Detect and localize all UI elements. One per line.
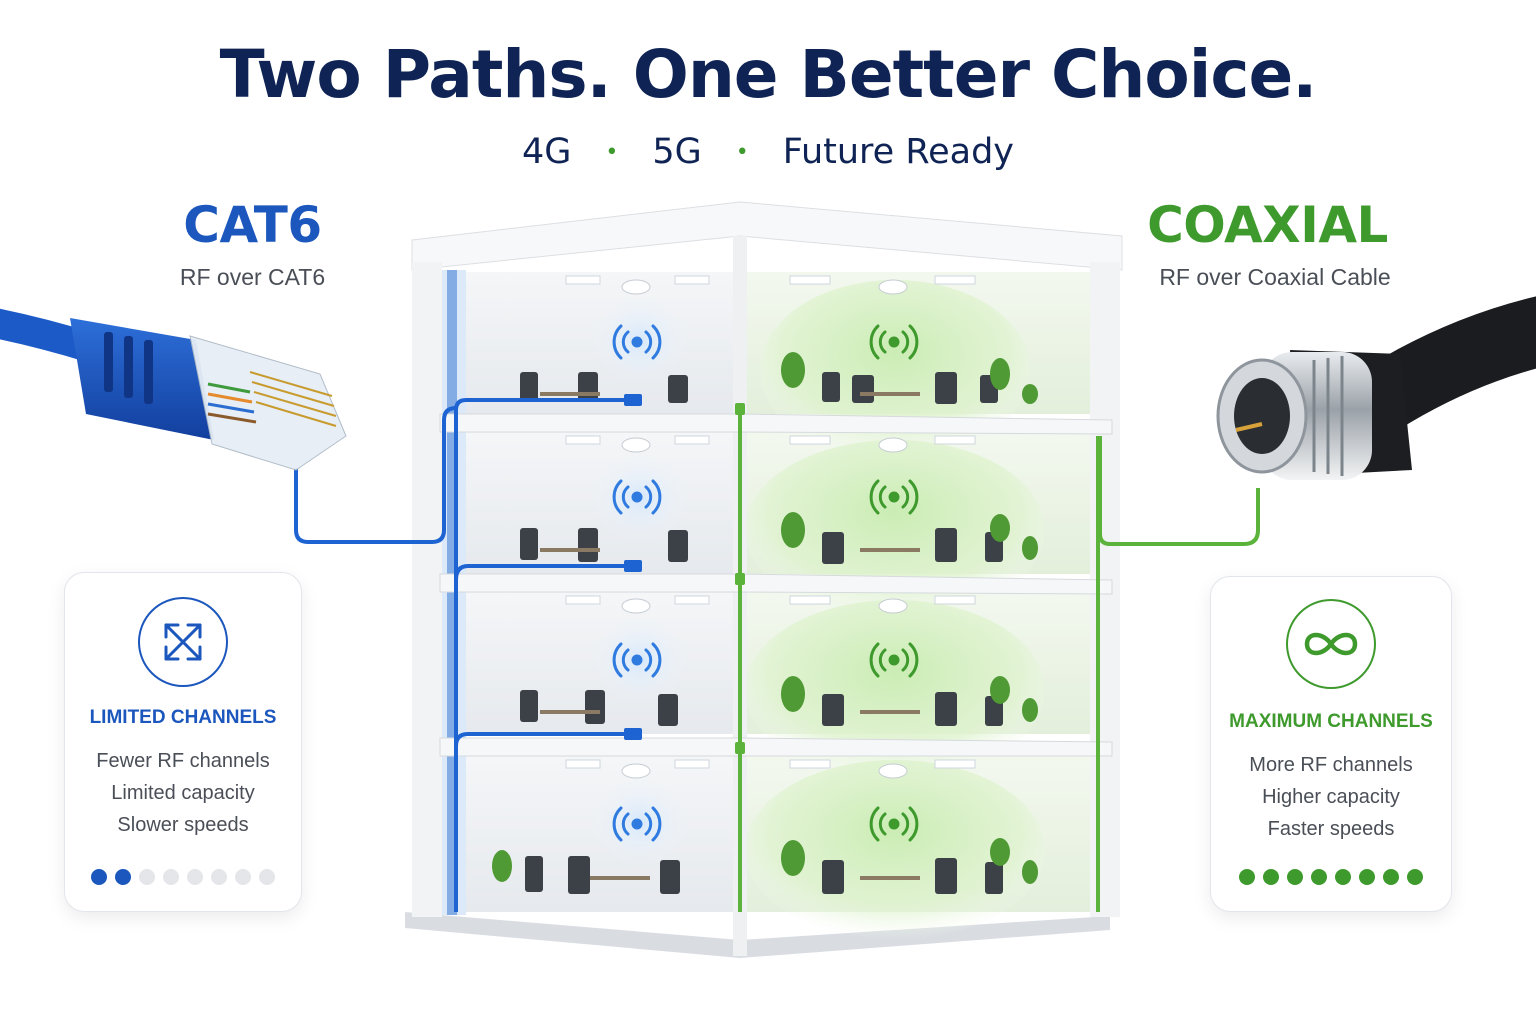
rating-dot <box>1239 869 1255 885</box>
cat6-title: CAT6 <box>183 196 322 254</box>
office-furniture <box>492 352 1038 894</box>
rating-dot <box>115 869 131 885</box>
channel-rating <box>65 869 301 885</box>
cat6-cable <box>0 308 457 544</box>
rating-dot <box>1263 869 1279 885</box>
separator-dot: • <box>605 139 619 165</box>
coaxial-subtitle: RF over Coaxial Cable <box>1159 264 1391 290</box>
coaxial-cable <box>1098 296 1536 546</box>
rating-dot <box>1311 869 1327 885</box>
rating-dot <box>187 869 203 885</box>
channel-rating <box>1211 869 1451 885</box>
coaxial-info-card: MAXIMUM CHANNELS More RF channels Higher… <box>1210 576 1452 912</box>
rating-dot <box>163 869 179 885</box>
rating-dot <box>139 869 155 885</box>
cat6-subtitle: RF over CAT6 <box>179 264 326 290</box>
rating-dot <box>1383 869 1399 885</box>
cat6-info-card: LIMITED CHANNELS Fewer RF channels Limit… <box>64 572 302 912</box>
infinity-icon <box>1286 599 1376 689</box>
building <box>405 201 1123 958</box>
card-feature: Slower speeds <box>117 814 249 836</box>
card-heading: LIMITED CHANNELS <box>89 707 277 728</box>
coaxial-title: COAXIAL <box>1147 196 1388 254</box>
tag-5g: 5G <box>652 132 702 172</box>
signal-icon <box>612 324 919 842</box>
rating-dot <box>1407 869 1423 885</box>
card-heading: MAXIMUM CHANNELS <box>1229 711 1433 732</box>
arrows-expand-icon <box>138 597 228 687</box>
card-feature: More RF channels <box>1249 754 1413 776</box>
rating-dot <box>235 869 251 885</box>
separator-dot: • <box>735 139 749 165</box>
rating-dot <box>211 869 227 885</box>
card-feature: Faster speeds <box>1267 818 1395 840</box>
card-feature: Higher capacity <box>1262 786 1400 808</box>
tag-future-ready: Future Ready <box>782 132 1014 172</box>
rating-dot <box>91 869 107 885</box>
rating-dot <box>1287 869 1303 885</box>
card-feature-list: More RF channels Higher capacity Faster … <box>1211 749 1451 845</box>
tagline: 4G • 5G • Future Ready <box>0 132 1536 172</box>
card-feature-list: Fewer RF channels Limited capacity Slowe… <box>65 745 301 841</box>
page-title: Two Paths. One Better Choice. <box>219 36 1318 113</box>
rating-dot <box>259 869 275 885</box>
tag-4g: 4G <box>522 132 572 172</box>
rating-dot <box>1359 869 1375 885</box>
card-feature: Limited capacity <box>111 782 255 804</box>
rating-dot <box>1335 869 1351 885</box>
card-feature: Fewer RF channels <box>96 750 270 772</box>
